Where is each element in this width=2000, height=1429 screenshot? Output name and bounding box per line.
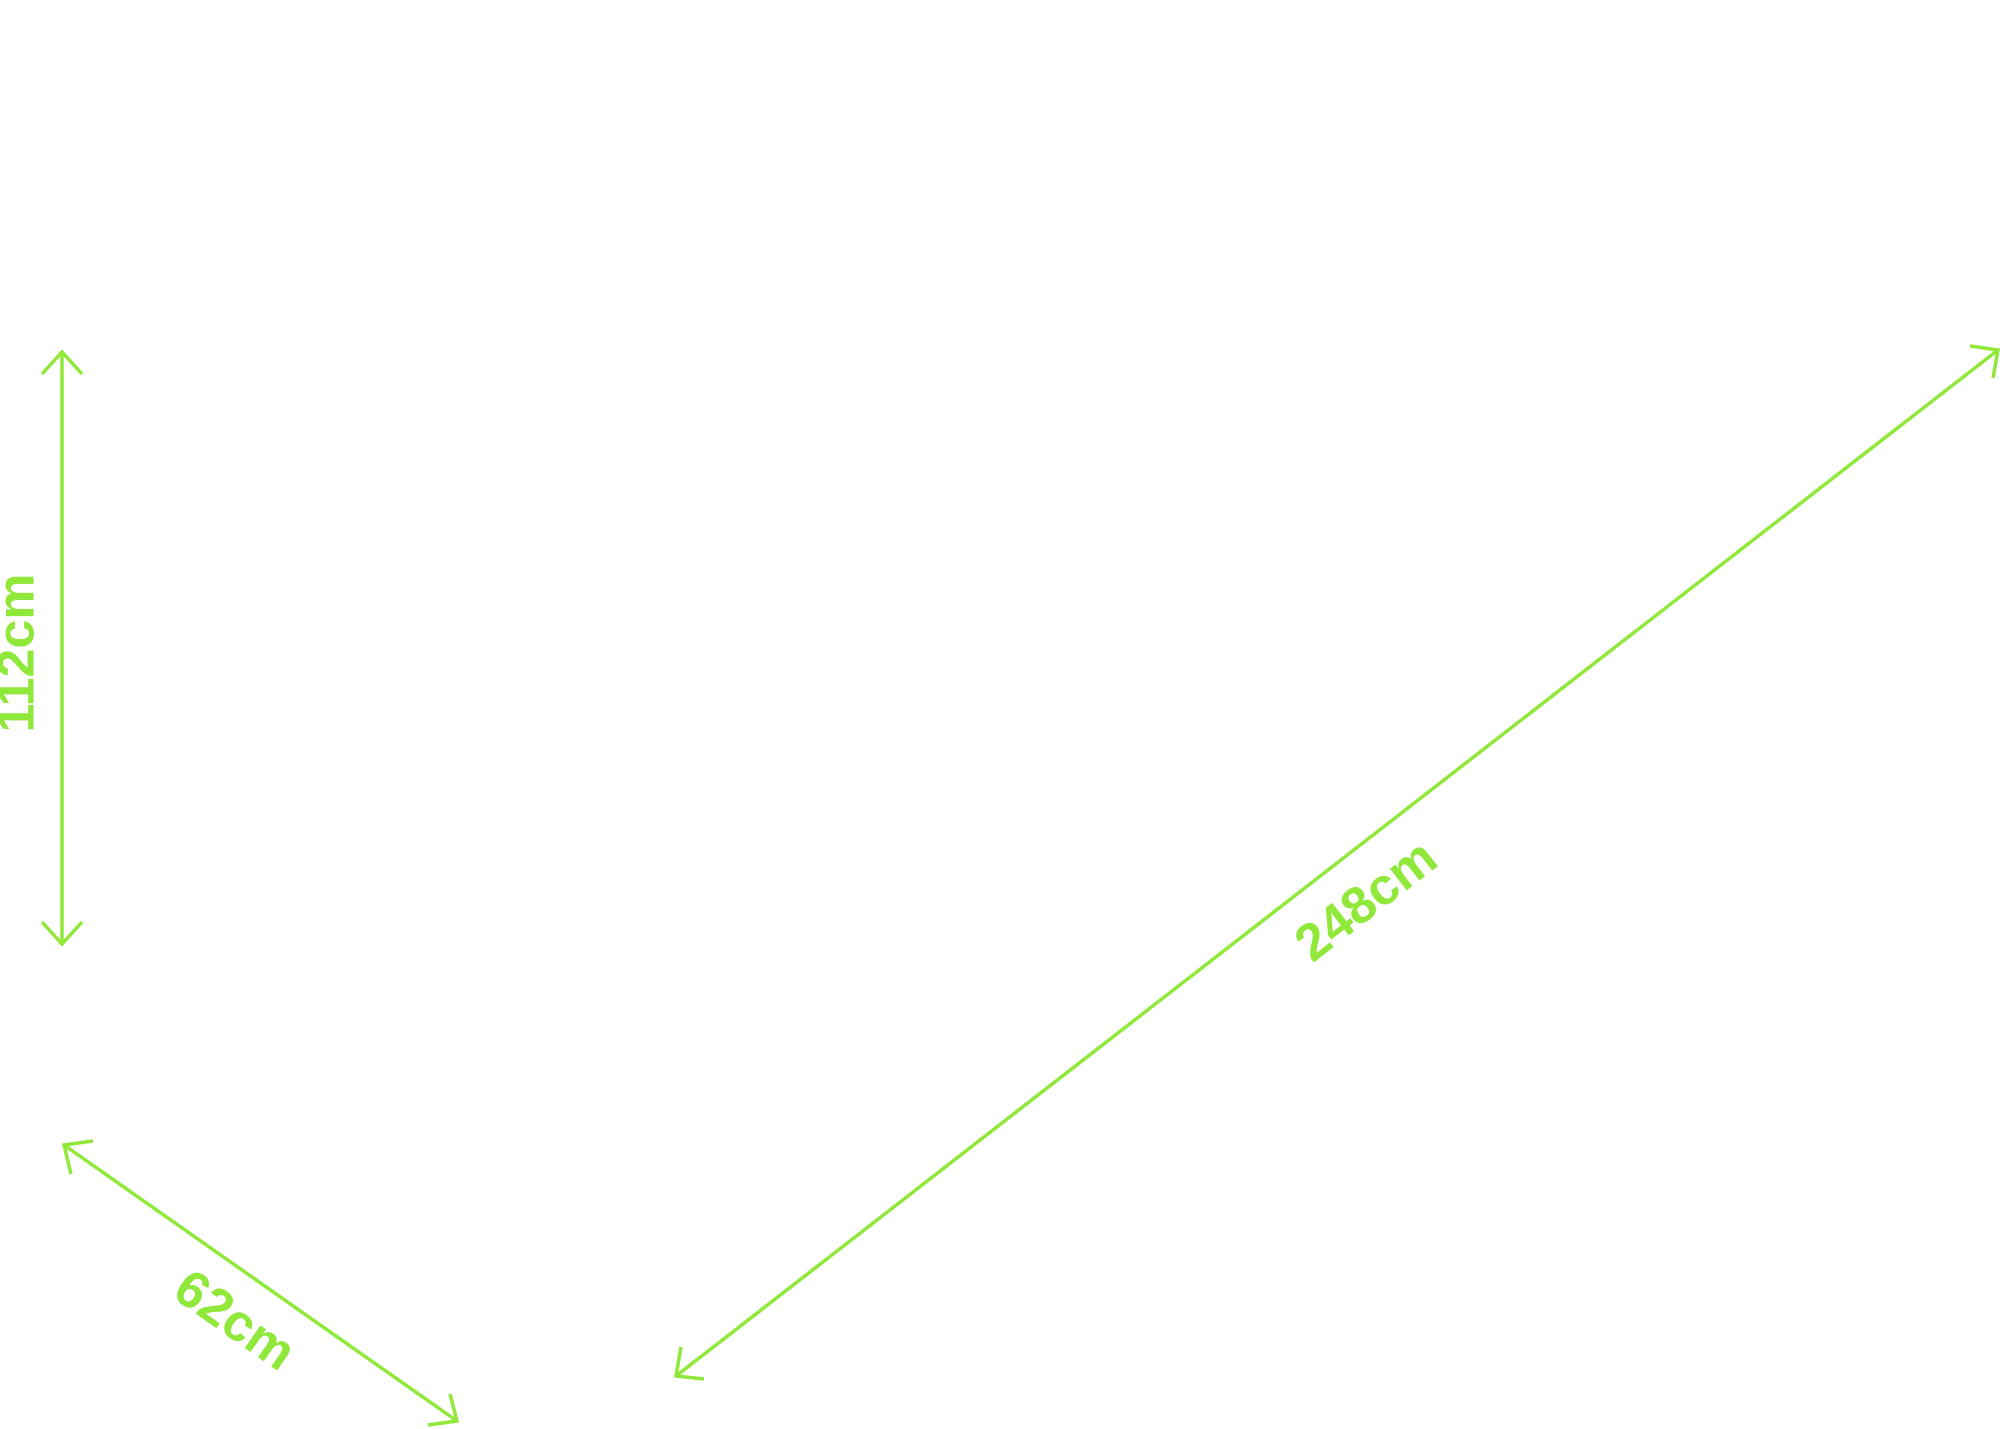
height-arrow-top-icon [40,349,84,376]
height-label: 112cm [0,573,46,732]
depth-dimension-line [62,1143,459,1423]
depth-dimension: 62cm [61,1139,460,1427]
diagonal-label: 248cm [1284,828,1447,973]
diagonal-dimension-line [674,348,2000,1378]
diagonal-dimension: 248cm [673,344,2000,1381]
diagonal-arrow-start-icon [673,1346,705,1381]
depth-arrow-start-icon [61,1139,94,1175]
diagonal-arrow-end-icon [1969,344,2000,379]
depth-arrow-end-icon [427,1393,460,1427]
depth-label: 62cm [164,1258,306,1382]
height-dimension: 112cm [0,349,84,947]
height-arrow-bottom-icon [40,920,84,947]
